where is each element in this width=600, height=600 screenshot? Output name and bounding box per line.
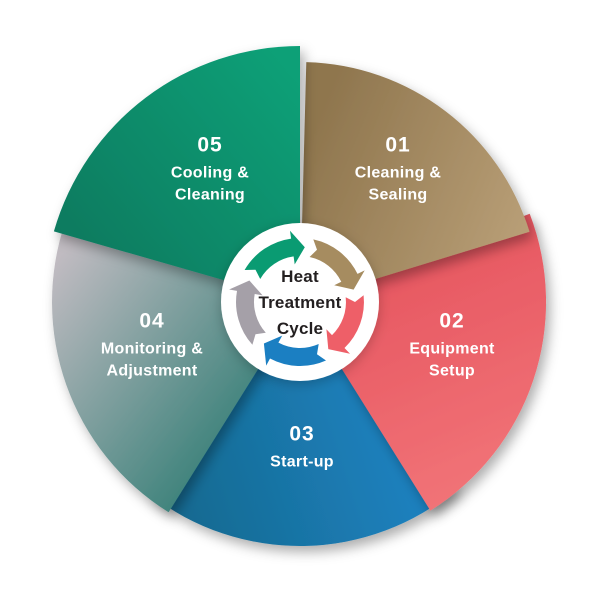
cycle-arrow-03-icon: [263, 335, 326, 366]
cycle-arrow-05-icon: [244, 230, 305, 279]
segment-05-wedge: [53, 45, 301, 302]
cycle-arrow-01-icon: [309, 239, 365, 290]
cycle-arrow-02-icon: [326, 295, 364, 354]
segment-01-wedge: [300, 62, 530, 302]
cycle-arrow-04-icon: [229, 280, 266, 345]
segment-03-wedge: [149, 302, 457, 546]
